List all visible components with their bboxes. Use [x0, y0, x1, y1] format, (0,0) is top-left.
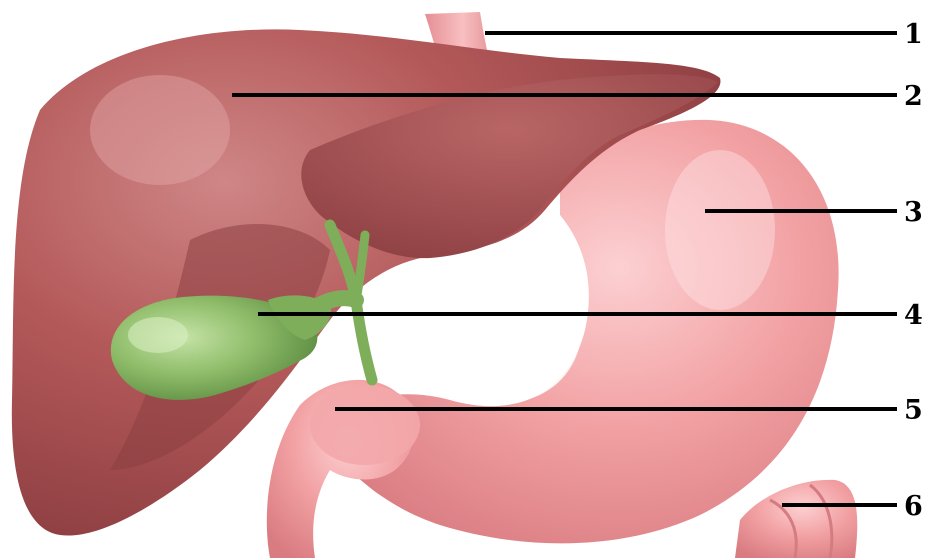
pylorus — [310, 385, 420, 465]
callout-5: 5 — [904, 395, 923, 426]
callout-2: 2 — [904, 81, 923, 112]
liver-highlight — [90, 75, 230, 185]
callout-1: 1 — [904, 19, 923, 50]
callout-4: 4 — [904, 300, 923, 331]
gallbladder-highlight — [128, 317, 188, 353]
callout-3: 3 — [904, 197, 923, 228]
stomach-highlight — [665, 150, 775, 310]
callout-6: 6 — [904, 491, 923, 522]
